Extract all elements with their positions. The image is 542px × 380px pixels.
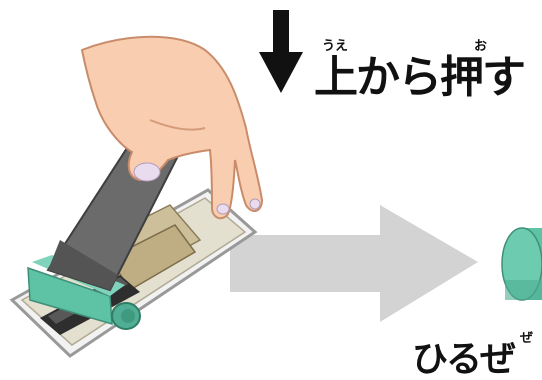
instruction-title: 上から押す bbox=[314, 56, 524, 100]
right-arrow-icon bbox=[230, 205, 478, 322]
ruby-ze: ぜ bbox=[520, 332, 533, 345]
green-cylinder bbox=[502, 228, 542, 300]
bottom-caption: ひるぜ bbox=[412, 342, 514, 378]
down-arrow-icon bbox=[259, 10, 303, 93]
